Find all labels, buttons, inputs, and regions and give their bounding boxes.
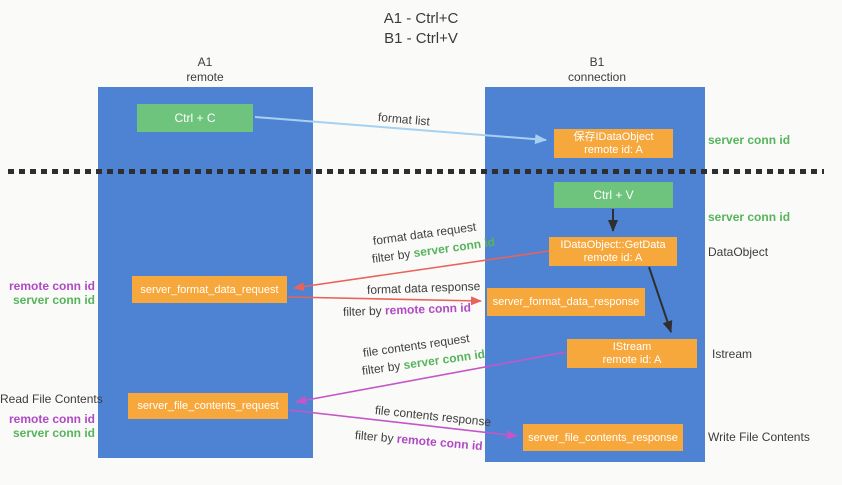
save-idataobject-node: 保存IDataObject remote id: A xyxy=(554,129,673,158)
file-contents-response-label: file contents response xyxy=(374,403,492,430)
server-file-contents-response-label: server_file_contents_response xyxy=(528,431,678,444)
title-line-2: B1 - Ctrl+V xyxy=(384,30,458,47)
conn-id-annotation-file: remote conn id server conn id xyxy=(0,412,95,440)
server-conn-id-annotation-mid: server conn id xyxy=(708,210,791,224)
server-file-contents-request-label: server_file_contents_request xyxy=(137,400,279,412)
write-file-contents-annotation: Write File Contents xyxy=(708,430,810,444)
format-data-response-label: format data response xyxy=(366,279,481,297)
filter-by-text: filter by xyxy=(361,358,405,378)
istream-node: IStream remote id: A xyxy=(567,339,697,368)
remote-conn-id-text: remote conn id xyxy=(396,431,484,454)
ctrl-v-label: Ctrl + V xyxy=(593,188,634,202)
column-b-name: B1 xyxy=(589,55,605,69)
save-idataobject-line1: 保存IDataObject xyxy=(573,130,654,143)
istream-annotation: Istream xyxy=(712,347,753,361)
title-line-1: A1 - Ctrl+C xyxy=(383,10,459,27)
server-format-data-response-label: server_format_data_response xyxy=(492,296,640,308)
format-list-label: format list xyxy=(377,110,431,129)
column-b-subtitle: connection xyxy=(567,70,627,84)
server-conn-id-annotation-top: server conn id xyxy=(708,133,791,147)
dataobject-annotation: DataObject xyxy=(708,245,769,259)
server-file-contents-response-node: server_file_contents_response xyxy=(523,424,683,451)
save-idataobject-line2: remote id: A xyxy=(584,143,643,156)
filter-by-text: filter by xyxy=(342,303,386,319)
getdata-node: IDataObject::GetData remote id: A xyxy=(549,237,677,266)
remote-conn-id-annotation: remote conn id xyxy=(8,279,95,293)
filter-by-remote-conn-id-label-1: filter by remote conn id xyxy=(343,301,471,319)
server-format-data-request-node: server_format_data_request xyxy=(132,276,287,303)
server-conn-id-annotation: server conn id xyxy=(12,426,95,440)
ctrl-c-label: Ctrl + C xyxy=(174,111,216,125)
column-a-subtitle: remote xyxy=(186,70,224,84)
server-file-contents-request-node: server_file_contents_request xyxy=(128,393,288,419)
remote-conn-id-text: remote conn id xyxy=(384,300,472,318)
column-a-name: A1 xyxy=(197,55,213,69)
filter-by-remote-conn-id-label-2: filter by remote conn id xyxy=(354,428,483,453)
read-file-contents-annotation: Read File Contents xyxy=(0,392,103,406)
istream-line1: IStream xyxy=(612,340,652,353)
filter-by-text: filter by xyxy=(371,246,415,266)
ctrl-v-node: Ctrl + V xyxy=(554,182,673,208)
server-format-data-response-node: server_format_data_response xyxy=(487,288,645,316)
istream-line2: remote id: A xyxy=(602,353,662,366)
phase-separator-line xyxy=(8,169,824,174)
server-format-data-request-label: server_format_data_request xyxy=(140,283,279,296)
column-b-header: B1 connection xyxy=(542,55,652,85)
column-a-header: A1 remote xyxy=(150,55,260,85)
conn-id-annotation-format: remote conn id server conn id xyxy=(0,279,95,307)
getdata-line2: remote id: A xyxy=(583,251,643,264)
getdata-line1: IDataObject::GetData xyxy=(560,238,666,251)
filter-by-text: filter by xyxy=(354,428,398,446)
server-conn-id-annotation: server conn id xyxy=(12,293,95,307)
ctrl-c-node: Ctrl + C xyxy=(137,104,253,132)
diagram-title: A1 - Ctrl+C B1 - Ctrl+V xyxy=(331,9,511,49)
remote-conn-id-annotation: remote conn id xyxy=(8,412,95,426)
